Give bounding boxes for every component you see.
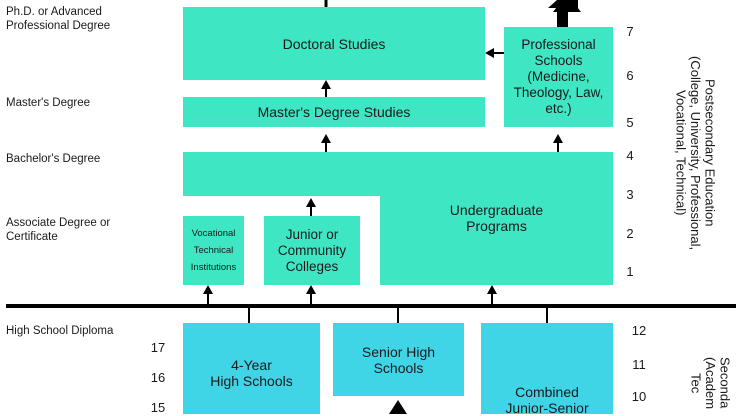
age-17: 17 xyxy=(150,340,166,355)
label-high-school-diploma: High School Diploma xyxy=(6,325,114,337)
senior-high-schools-box: Senior High Schools xyxy=(333,323,464,396)
arrow-professional-to-doctoral xyxy=(485,48,494,58)
label-phd: Ph.D. or Advanced Professional Degree xyxy=(6,6,111,32)
undergraduate-top-band xyxy=(183,152,613,196)
masters-degree-studies-box: Master's Degree Studies xyxy=(183,97,485,127)
arrow-junior-to-undergrad xyxy=(306,198,316,207)
age-16: 16 xyxy=(150,370,166,385)
four-year-high-schools-box: 4-Year High Schools xyxy=(183,323,320,414)
label-bachelors: Bachelor's Degree xyxy=(6,153,101,165)
grade-10: 10 xyxy=(631,389,647,404)
combined-junior-senior-box: Combined Junior-Senior xyxy=(481,323,613,416)
arrow-to-vocational xyxy=(203,285,213,294)
age-15: 15 xyxy=(150,400,166,415)
grade-11: 11 xyxy=(632,357,646,372)
arrow-to-junior-college xyxy=(306,285,316,294)
grade-6: 6 xyxy=(626,68,634,83)
arrow-masters-to-doctoral xyxy=(321,80,331,89)
junior-community-colleges-box: Junior or Community Colleges xyxy=(264,216,360,285)
grade-4: 4 xyxy=(626,148,634,163)
grade-7: 7 xyxy=(626,24,634,39)
secondary-title: Seconda (Academ Tec xyxy=(688,356,732,410)
grade-1: 1 xyxy=(626,264,634,279)
doctoral-studies-box: Doctoral Studies xyxy=(183,7,485,80)
vocational-technical-box: Vocational Technical Institutions xyxy=(183,216,244,285)
arrow-to-undergrad xyxy=(487,285,497,294)
label-masters: Master's Degree xyxy=(6,97,91,109)
grade-12: 12 xyxy=(631,323,647,338)
arrow-undergrad-to-professional xyxy=(553,134,563,143)
arrow-to-senior-high xyxy=(389,400,407,414)
postsecondary-title: Postsecondary Education (College, Univer… xyxy=(673,55,718,251)
professional-schools-box: Professional Schools (Medicine, Theology… xyxy=(504,27,613,127)
grade-3: 3 xyxy=(626,187,634,202)
arrow-undergrad-to-masters xyxy=(321,134,331,143)
undergraduate-programs-box: Undergraduate Programs xyxy=(380,195,613,285)
label-associate: Associate Degree or Certificate xyxy=(6,217,111,243)
grade-2: 2 xyxy=(626,226,634,241)
grade-5: 5 xyxy=(626,115,634,130)
